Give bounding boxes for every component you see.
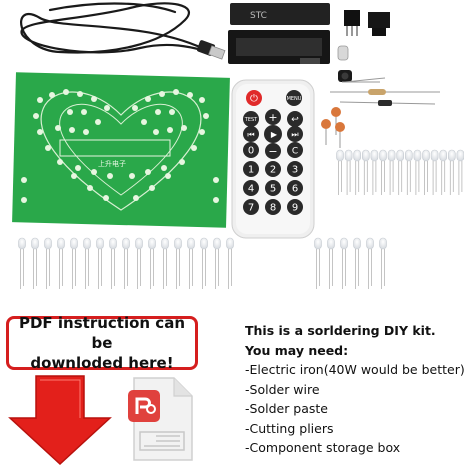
led [396,149,405,162]
led [379,149,387,162]
remote-digit-label: 1 [248,165,254,176]
led [361,149,370,162]
power-icon: ⏻ [250,94,258,105]
plus-label: + [268,111,277,124]
remote-digit-button [287,180,303,196]
led [353,149,362,162]
kit-item: -Solder wire [245,381,320,397]
led [213,237,221,250]
remote-digit-label: 4 [248,184,254,195]
led-row-bottom-right [314,237,387,289]
led [83,237,91,250]
led-row-bottom [18,237,234,289]
led-row-right [336,149,464,195]
led [96,237,104,250]
minus-label: − [268,145,277,158]
led [366,237,374,250]
prev-icon: ⏮ [247,130,254,139]
kit-info: This is a sorldering DIY kit. You may ne… [245,321,464,458]
remote-buttons: ⏻ MENU TEST + ↩ ⏮ ▶ ⏭ 0 − C 1 2 3 4 5 6 7 8 9 [243,90,303,215]
led [340,237,348,250]
led [422,149,430,162]
led [70,237,78,250]
remote-digit-button [265,180,281,196]
remote-digit-button [265,199,281,215]
pdf-file-icon[interactable] [126,376,198,464]
remote-digit-button [243,180,259,196]
heart-pcb: 上升电子 [12,72,230,228]
capacitors [321,107,345,148]
remote-digit-label: 9 [292,203,298,214]
pdf-callout-line2: downloded here! [30,354,174,372]
led [135,237,143,250]
led [314,237,322,250]
led [174,237,182,250]
back-icon: ↩ [291,115,299,125]
zero-label: 0 [248,146,254,157]
kit-title: This is a sorldering DIY kit. [245,323,436,338]
led [226,237,234,250]
led [439,149,448,162]
remote-digit-button [287,161,303,177]
next-icon: ⏭ [291,130,298,139]
led [18,237,26,250]
kit-item: -Cutting pliers [245,420,334,436]
pdf-callout-box[interactable]: PDF instruction can be downloded here! [6,314,198,372]
product-photo: STC 上升电子 [12,2,464,289]
remote-digit-label: 6 [292,184,298,195]
led [200,237,208,250]
led [57,237,65,250]
kit-subtitle: You may need: [245,342,349,358]
remote-digit-label: 2 [270,165,276,176]
led [161,237,169,250]
kit-item: -Component storage box [245,440,401,455]
remote-digit-button [243,161,259,177]
led [344,149,353,162]
ir-receiver [338,70,386,83]
led [353,237,361,250]
resistors [330,89,440,106]
chip-label: STC [250,11,267,21]
led [379,237,387,250]
menu-label: MENU [287,96,302,102]
remote-digit-label: 3 [292,165,298,176]
kit-item: -Electric iron(40W would be better) [245,362,464,377]
ir-remote: ⏻ MENU TEST + ↩ ⏮ ▶ ⏭ 0 − C 1 2 3 4 5 6 7 8 9 [231,79,315,239]
remote-digit-label: 8 [270,203,276,214]
remote-digit-button [265,161,281,177]
regulator [344,10,360,36]
kit-item: -Solder paste [245,401,329,416]
microcontroller-chip: STC [230,3,330,25]
led [109,237,117,250]
remote-digit-button [287,199,303,215]
remote-digit-label: 5 [270,184,276,195]
pcb-label: 上升电子 [98,159,126,168]
led [413,149,422,162]
led [148,237,156,250]
led [122,237,130,250]
led [430,149,439,162]
led [336,149,344,162]
remote-digit-label: 7 [248,203,254,214]
led [404,149,413,162]
led [447,149,456,162]
crystal [337,45,349,61]
led [387,149,396,162]
power-switch [368,12,390,36]
usb-plug [196,40,226,60]
download-arrow-icon[interactable] [6,374,114,466]
ic-socket [228,30,330,64]
play-icon: ▶ [271,130,278,139]
c-label: C [292,147,298,157]
led [187,237,195,250]
led [44,237,52,250]
pdf-callout-line1: PDF instruction can be [18,314,185,352]
led [31,237,39,250]
usb-cable [20,2,212,54]
led [370,149,379,162]
remote-digit-button [243,199,259,215]
led [456,149,464,162]
test-label: TEST [244,117,258,123]
led [327,237,335,250]
